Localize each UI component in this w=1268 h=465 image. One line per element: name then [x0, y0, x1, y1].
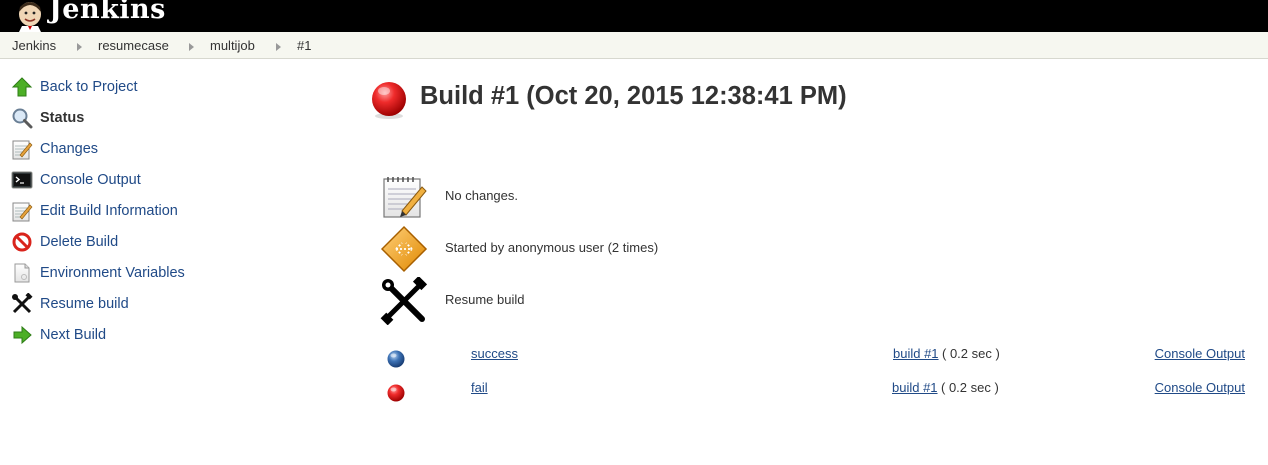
- search-icon: [12, 108, 33, 129]
- no-changes-text: No changes.: [445, 188, 518, 203]
- document-icon: [14, 263, 30, 283]
- build-link[interactable]: build #1: [892, 380, 938, 395]
- started-by-text: Started by anonymous user (2 times): [445, 240, 659, 255]
- up-arrow-icon: [11, 77, 33, 97]
- notepad-icon: [383, 177, 427, 218]
- notepad-icon: [12, 202, 33, 222]
- breadcrumb-build-1[interactable]: #1: [297, 38, 312, 53]
- console-output-link[interactable]: Console Output: [1154, 346, 1245, 361]
- task-status[interactable]: Status: [11, 107, 311, 131]
- breadcrumb-separator-icon[interactable]: [189, 43, 194, 51]
- header-bar: Jenkins: [0, 0, 1268, 32]
- breadcrumb: Jenkins resumecase multijob #1: [0, 32, 1268, 59]
- task-label[interactable]: Back to Project: [40, 79, 138, 95]
- brand-title[interactable]: Jenkins: [49, 0, 166, 25]
- no-entry-icon: [12, 232, 32, 252]
- task-back-to-project[interactable]: Back to Project: [11, 76, 311, 100]
- build-status-success-icon: [387, 350, 405, 368]
- task-label[interactable]: Changes: [40, 141, 99, 157]
- task-resume-build[interactable]: Resume build: [11, 293, 311, 317]
- breadcrumb-jenkins[interactable]: Jenkins: [12, 38, 57, 53]
- breadcrumb-resumecase[interactable]: resumecase: [98, 38, 169, 53]
- build-link[interactable]: build #1: [893, 346, 939, 361]
- task-label[interactable]: Environment Variables: [40, 265, 185, 281]
- tools-icon[interactable]: [380, 277, 428, 325]
- task-label[interactable]: Delete Build: [40, 234, 119, 250]
- job-link-success[interactable]: success: [471, 346, 518, 361]
- breadcrumb-separator-icon[interactable]: [77, 43, 82, 51]
- task-edit-build-information[interactable]: Edit Build Information: [11, 200, 311, 224]
- task-console-output[interactable]: Console Output: [11, 169, 311, 193]
- changes-summary: No changes.: [380, 173, 880, 221]
- task-next-build[interactable]: Next Build: [11, 324, 311, 348]
- build-duration: ( 0.2 sec ): [941, 380, 999, 395]
- jenkins-logo-icon[interactable]: [14, 0, 46, 32]
- task-label[interactable]: Resume build: [40, 296, 129, 312]
- notepad-icon: [12, 140, 33, 160]
- resume-build-text: Resume build: [445, 292, 525, 307]
- build-status-failed-icon: [387, 384, 405, 402]
- job-link-fail[interactable]: fail: [471, 380, 488, 395]
- user-cause-icon: [380, 225, 428, 273]
- task-delete-build[interactable]: Delete Build: [11, 231, 311, 255]
- breadcrumb-separator-icon[interactable]: [276, 43, 281, 51]
- resume-build-action: Resume build: [380, 277, 880, 325]
- terminal-icon: [11, 171, 33, 189]
- build-status-failed-icon: [372, 82, 406, 119]
- task-label[interactable]: Edit Build Information: [40, 203, 178, 219]
- task-label[interactable]: Console Output: [40, 172, 141, 188]
- sub-build-row: success build #1 ( 0.2 sec ) Console Out…: [383, 346, 1263, 370]
- sub-build-row: fail build #1 ( 0.2 sec ) Console Output: [383, 380, 1263, 404]
- tools-icon: [12, 293, 33, 314]
- breadcrumb-multijob[interactable]: multijob: [210, 38, 255, 53]
- console-output-link[interactable]: Console Output: [1154, 380, 1245, 395]
- task-label[interactable]: Status: [40, 110, 85, 126]
- task-environment-variables[interactable]: Environment Variables: [11, 262, 311, 286]
- build-cause: Started by anonymous user (2 times): [380, 225, 880, 273]
- task-changes[interactable]: Changes: [11, 138, 311, 162]
- page-title: Build #1 (Oct 20, 2015 12:38:41 PM): [420, 82, 847, 110]
- next-arrow-icon: [13, 325, 32, 345]
- task-label[interactable]: Next Build: [40, 327, 107, 343]
- build-duration: ( 0.2 sec ): [942, 346, 1000, 361]
